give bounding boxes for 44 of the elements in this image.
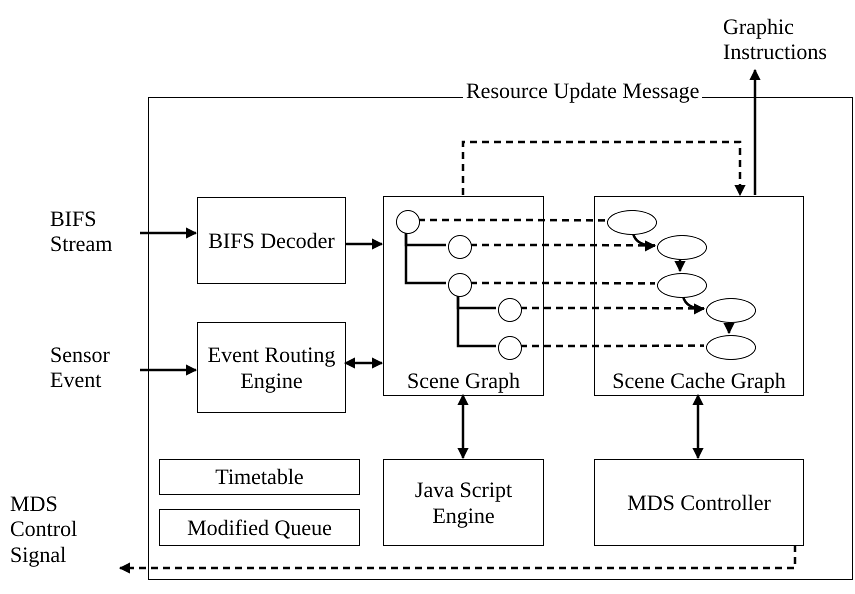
node-ellipse xyxy=(706,335,756,360)
process-box: Event Routing Engine xyxy=(197,322,346,413)
process-box: Java Script Engine xyxy=(383,459,544,546)
text-label: Graphic Instructions xyxy=(723,8,851,70)
panel-title: Scene Cache Graph xyxy=(612,368,786,393)
node-circle xyxy=(498,298,522,322)
node-circle xyxy=(448,235,472,259)
node-ellipse xyxy=(706,298,756,323)
dashed-arrow xyxy=(462,140,746,196)
text-label: Sensor Event xyxy=(50,335,140,399)
node-circle xyxy=(396,210,420,234)
node-ellipse xyxy=(657,273,707,298)
arrow xyxy=(140,227,198,239)
graph-panel xyxy=(383,196,544,396)
graph-panel xyxy=(594,196,804,396)
node-circle xyxy=(448,273,472,297)
panel-title: Scene Graph xyxy=(406,368,520,393)
arrow xyxy=(345,238,384,250)
dashed-line xyxy=(470,244,655,247)
double-arrow xyxy=(457,394,469,460)
connector-line xyxy=(456,295,496,348)
dashed-line xyxy=(418,218,605,222)
text-label: BIFS Stream xyxy=(50,200,140,262)
dashed-line xyxy=(520,306,704,310)
arrow xyxy=(140,364,198,376)
dashed-arrow xyxy=(118,545,796,574)
node-ellipse xyxy=(657,235,707,260)
process-box: BIFS Decoder xyxy=(197,197,346,284)
node-ellipse xyxy=(607,210,657,235)
dashed-line xyxy=(470,282,655,285)
double-arrow xyxy=(344,357,384,369)
node-circle xyxy=(498,336,522,360)
arrow xyxy=(682,296,706,314)
arrow xyxy=(749,68,761,195)
process-box: MDS Controller xyxy=(594,459,804,546)
process-box: Modified Queue xyxy=(159,509,360,546)
dashed-line xyxy=(520,344,704,348)
process-box: Timetable xyxy=(159,459,360,495)
arrow xyxy=(632,232,656,252)
arrow xyxy=(674,258,686,272)
text-label: MDS Control Signal xyxy=(10,468,120,590)
connector-line xyxy=(404,232,446,284)
arrow xyxy=(723,321,735,334)
double-arrow xyxy=(692,394,704,460)
